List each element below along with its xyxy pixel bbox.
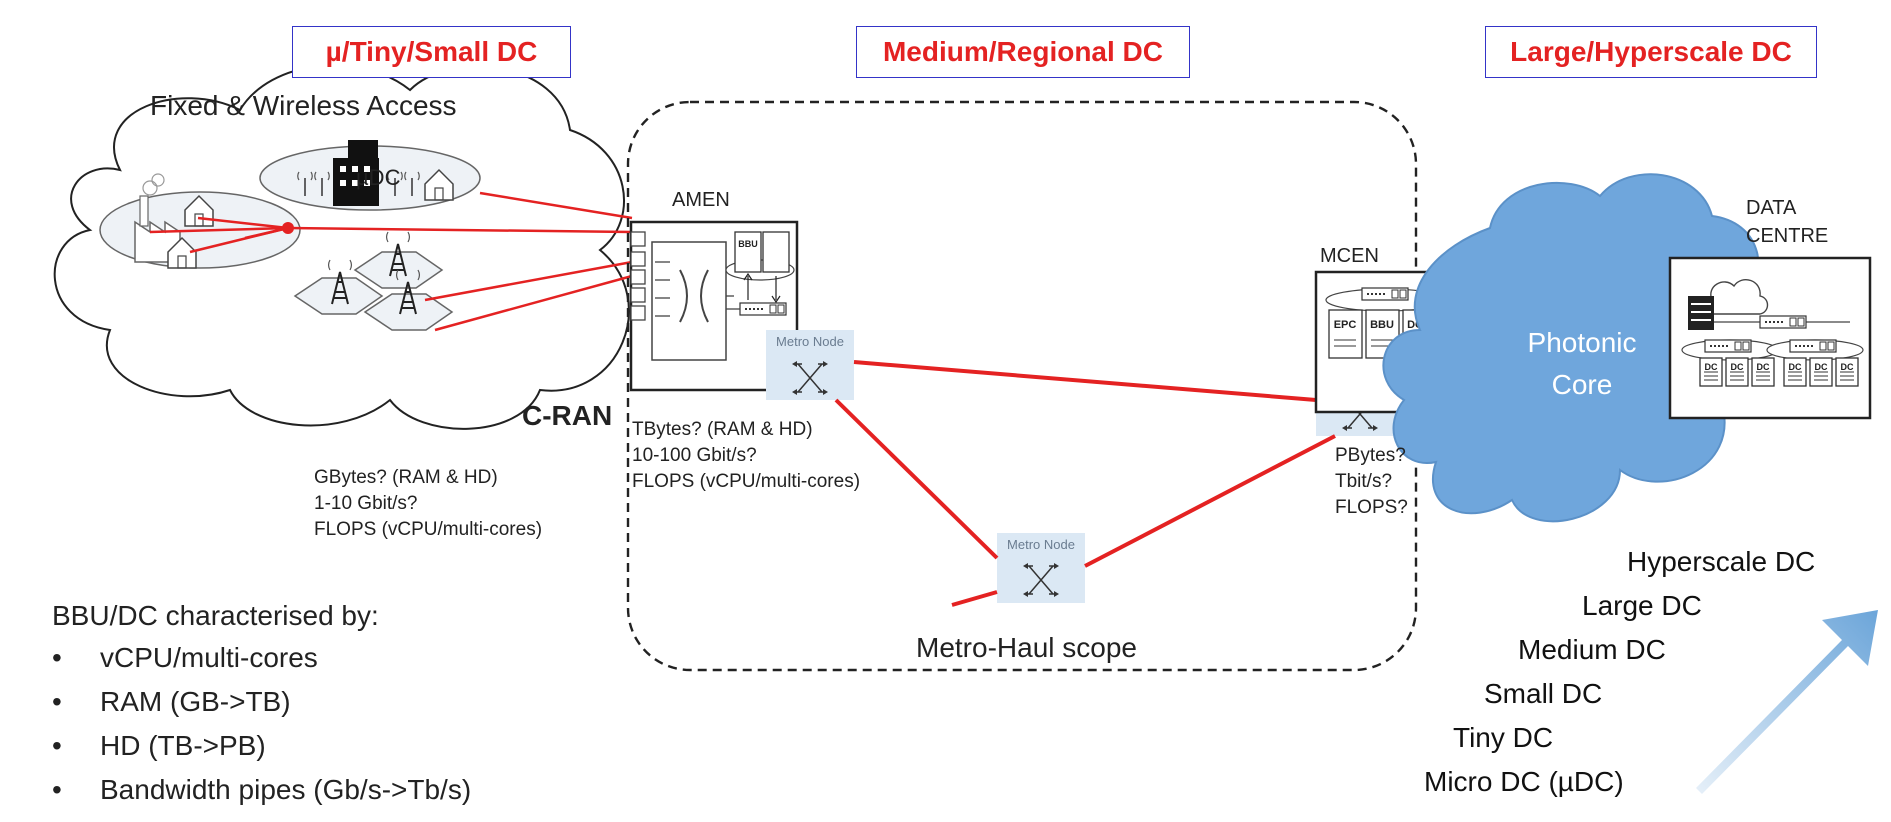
- access-stat-storage: GBytes? (RAM & HD): [314, 467, 498, 488]
- dc-rack-label: DC: [1731, 362, 1744, 372]
- header-regional-dc: Medium/Regional DC: [856, 26, 1190, 78]
- bullet-icon: •: [52, 730, 62, 761]
- scale-large-dc: Large DC: [1582, 590, 1702, 621]
- characteristic-text: vCPU/multi-cores: [100, 642, 318, 673]
- characteristic-text: HD (TB->PB): [100, 730, 266, 761]
- metro-node-amen-label: Metro Node: [776, 334, 844, 349]
- mcen-stat-storage: PBytes?: [1335, 445, 1406, 466]
- characteristic-item: • Bandwidth pipes (Gb/s->Tb/s): [52, 774, 471, 806]
- metro-node-bottom: [997, 533, 1085, 603]
- aggregation-point: [282, 222, 294, 234]
- characteristic-item: • vCPU/multi-cores: [52, 642, 318, 674]
- mcen-unit-epc: EPC: [1334, 319, 1357, 331]
- amen-ports: [630, 231, 646, 321]
- data-centre-title-line1: DATA: [1746, 197, 1797, 219]
- amen-switch-fabric: [651, 241, 727, 361]
- bbu-unit-label: BBU: [738, 239, 758, 249]
- scale-small-dc: Small DC: [1484, 678, 1603, 709]
- bullet-icon: •: [52, 686, 62, 717]
- mcen-switch-icon: [1361, 287, 1409, 301]
- dc-switch-icon: [1704, 339, 1752, 353]
- scale-micro-dc: Micro DC (µDC): [1424, 766, 1624, 797]
- growth-arrow: [1696, 610, 1878, 794]
- access-title: Fixed & Wireless Access: [150, 90, 457, 121]
- mcen-stat-compute: FLOPS?: [1335, 497, 1408, 518]
- scale-tiny-dc: Tiny DC: [1453, 722, 1554, 753]
- header-small-dc: µ/Tiny/Small DC: [292, 26, 571, 78]
- amen-switch-icon: [739, 302, 787, 316]
- characteristic-item: • RAM (GB->TB): [52, 686, 291, 718]
- cloud-storage-icon: [1688, 278, 1769, 330]
- udc-building: [333, 140, 379, 206]
- photonic-core-line1: Photonic: [1528, 327, 1637, 358]
- amen-arrows: [743, 272, 781, 304]
- udc-label: µDC: [356, 165, 401, 190]
- dc-rack-label: DC: [1757, 362, 1770, 372]
- amen-stat-compute: FLOPS (vCPU/multi-cores): [632, 471, 861, 492]
- dc-switch-icon: [1759, 315, 1807, 329]
- bbu-unit: [734, 231, 762, 273]
- photonic-core-line2: Core: [1552, 369, 1613, 400]
- dc-rack-label: DC: [1815, 362, 1828, 372]
- access-links: [149, 191, 633, 332]
- metro-node-bottom-label: Metro Node: [1007, 537, 1075, 552]
- characteristics-title: BBU/DC characterised by:: [52, 600, 379, 631]
- amen-stat-bandwidth: 10-100 Gbit/s?: [632, 445, 757, 466]
- dc-rack-label: DC: [1705, 362, 1718, 372]
- characteristic-text: RAM (GB->TB): [100, 686, 291, 717]
- dc-switch-icon: [1789, 339, 1837, 353]
- amen-title: AMEN: [672, 189, 730, 211]
- bullet-icon: •: [52, 774, 62, 805]
- access-stat-bandwidth: 1-10 Gbit/s?: [314, 493, 418, 514]
- amen-fabric-lines: [655, 261, 734, 323]
- dc-rack-label: DC: [1789, 362, 1802, 372]
- mcen-title: MCEN: [1320, 245, 1379, 267]
- characteristic-text: Bandwidth pipes (Gb/s->Tb/s): [100, 774, 472, 805]
- scale-medium-dc: Medium DC: [1518, 634, 1666, 665]
- metro-node-amen: [766, 330, 854, 400]
- bullet-icon: •: [52, 642, 62, 673]
- data-centre-title-line2: CENTRE: [1746, 225, 1829, 247]
- data-centre-box: [1668, 256, 1872, 420]
- amen-stat-storage: TBytes? (RAM & HD): [632, 419, 813, 440]
- server-unit: [762, 231, 790, 273]
- mcen-stat-bandwidth: Tbit/s?: [1335, 471, 1393, 492]
- scale-hyperscale-dc: Hyperscale DC: [1627, 546, 1816, 577]
- dc-rack-label: DC: [1841, 362, 1854, 372]
- metro-links: [834, 360, 1336, 607]
- access-stat-compute: FLOPS (vCPU/multi-cores): [314, 519, 543, 540]
- header-hyperscale-dc: Large/Hyperscale DC: [1485, 26, 1817, 78]
- characteristic-item: • HD (TB->PB): [52, 730, 266, 762]
- cran-label: C-RAN: [522, 400, 613, 431]
- metro-haul-label: Metro-Haul scope: [916, 632, 1137, 663]
- mcen-unit-bbu: BBU: [1370, 319, 1394, 331]
